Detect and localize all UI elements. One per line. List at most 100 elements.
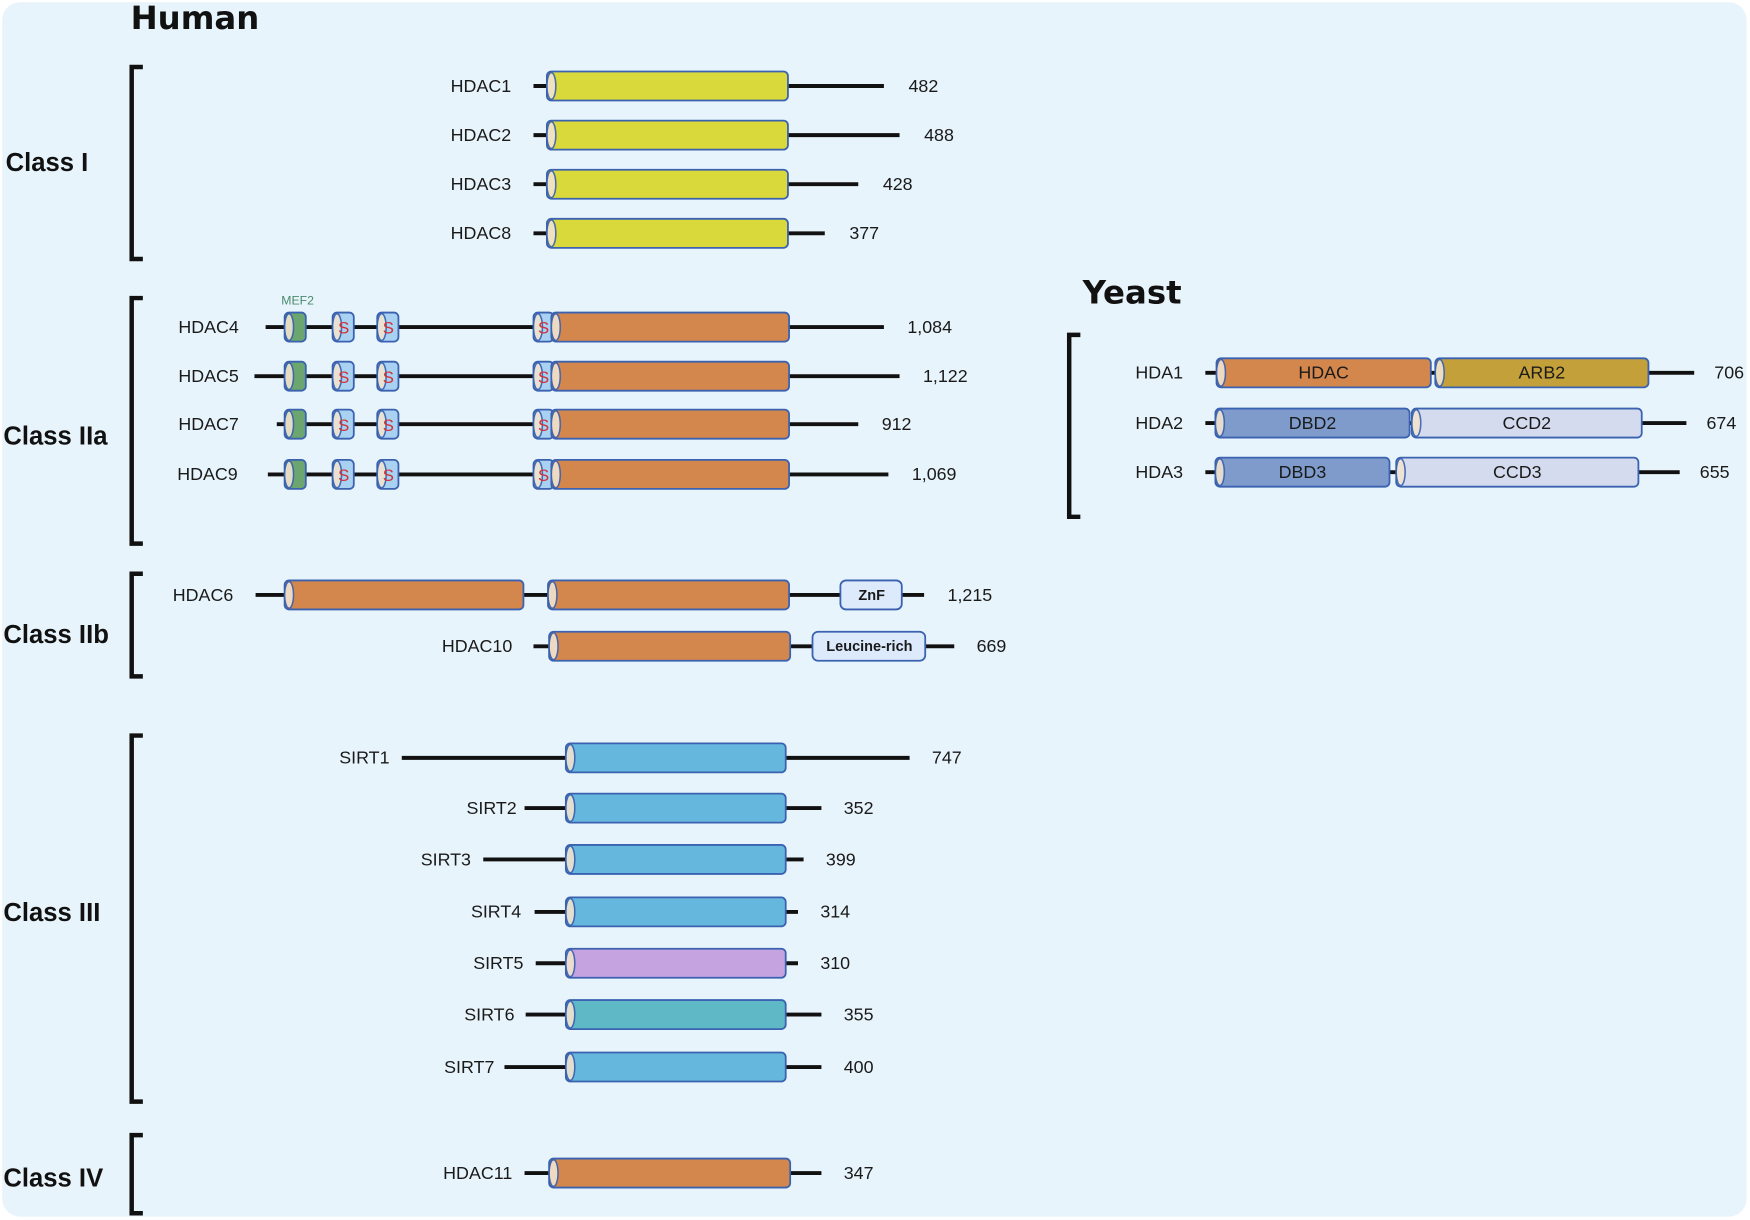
length-hdac9: 1,069	[912, 464, 957, 484]
hdac-domain-hdac11-cap	[548, 1158, 559, 1188]
domain-2-hda3-cap	[1395, 457, 1406, 487]
hdac-domain-1-hdac6-cap	[283, 580, 295, 610]
length-hda1: 706	[1714, 363, 1744, 383]
domain-1-label-hda2: DBD2	[1289, 413, 1337, 433]
protein-name-sirt3: SIRT3	[421, 849, 471, 869]
s-site-hdac5-1-cap	[331, 362, 343, 391]
s-site-label: S	[383, 368, 394, 387]
length-hdac11: 347	[844, 1163, 874, 1183]
s-site-label: S	[538, 368, 549, 387]
length-hdac8: 377	[849, 223, 879, 243]
s-site-hdac4-1-cap	[331, 312, 343, 342]
hdac-domain-hdac9-cap	[550, 460, 562, 489]
bracket-class-iv	[129, 1132, 143, 1216]
class-label-iv: Class IV	[3, 1164, 103, 1192]
domain-1-hda1-cap	[1215, 358, 1227, 388]
length-sirt6: 355	[844, 1004, 874, 1024]
length-hdac7: 912	[882, 414, 912, 434]
sirtuin-domain-sirt3-cap	[565, 845, 576, 874]
s-site-label: S	[538, 416, 549, 435]
hdac-domain-hdac2	[545, 119, 789, 151]
hdac-domain-hdac5	[550, 360, 790, 392]
hdac-domain-2-hdac6	[547, 579, 790, 611]
mef2-domain-hdac9-cap	[283, 460, 295, 489]
protein-name-hdac2: HDAC2	[451, 125, 512, 145]
s-site-label: S	[338, 319, 349, 338]
domain-2-label-hda2: CCD2	[1502, 413, 1551, 433]
protein-name-sirt2: SIRT2	[466, 798, 516, 818]
hdac-domain-hdac1	[545, 70, 789, 102]
protein-name-hda1: HDA1	[1135, 363, 1183, 383]
hdac-domain-hdac10-cap	[548, 632, 559, 661]
hdac-domain-1-hdac6	[283, 579, 525, 611]
s-site-hdac7-2-cap	[376, 409, 387, 439]
domain-2-hda2-cap	[1411, 408, 1422, 438]
protein-name-hdac1: HDAC1	[451, 76, 512, 96]
s-site-hdac4-2-cap	[376, 312, 387, 342]
s-site-hdac9-1-cap	[331, 460, 343, 489]
s-site-hdac4-3-cap	[532, 312, 544, 342]
mef2-domain-hdac5-cap	[283, 362, 295, 391]
domain-1-label-hda3: DBD3	[1279, 462, 1327, 482]
s-site-label: S	[383, 466, 394, 485]
leucine-rich-domain-hdac10	[811, 630, 927, 662]
human-title: Human	[131, 0, 260, 37]
protein-name-hdac11: HDAC11	[443, 1163, 512, 1183]
protein-name-hdac7: HDAC7	[178, 414, 239, 434]
hdac-domain-hdac8	[545, 217, 789, 249]
sirtuin-domain-sirt6	[564, 999, 787, 1030]
length-hdac5: 1,122	[923, 366, 968, 386]
s-site-label: S	[538, 319, 549, 338]
length-hdac4: 1,084	[907, 317, 952, 337]
s-site-label: S	[338, 466, 349, 485]
bracket-class-iia	[129, 295, 143, 546]
domain-2-label-hda1: ARB2	[1519, 363, 1566, 383]
znf-domain-label: ZnF	[858, 588, 885, 604]
length-sirt1: 747	[932, 748, 962, 768]
s-site-hdac9-3-cap	[532, 460, 544, 489]
sirtuin-domain-sirt2	[564, 792, 787, 824]
bracket-class-i	[129, 64, 143, 262]
length-sirt5: 310	[820, 953, 850, 973]
length-hdac1: 482	[908, 76, 938, 96]
protein-name-hdac6: HDAC6	[173, 585, 234, 605]
length-hda3: 655	[1700, 462, 1730, 482]
protein-name-hdac8: HDAC8	[451, 223, 512, 243]
s-site-label: S	[383, 416, 394, 435]
length-hdac2: 488	[924, 125, 954, 145]
s-site-label: S	[338, 416, 349, 435]
sirtuin-domain-sirt4	[564, 896, 787, 928]
domain-1-hda2-cap	[1214, 408, 1226, 438]
protein-name-hdac9: HDAC9	[177, 464, 238, 484]
s-site-hdac7-1-cap	[331, 409, 343, 439]
class-label-i: Class I	[6, 149, 89, 177]
leucine-rich-domain-label: Leucine-rich	[826, 639, 912, 655]
hdac-domain-2-hdac6-cap	[547, 580, 558, 610]
domain-1-label-hda1: HDAC	[1298, 363, 1349, 383]
protein-name-hda3: HDA3	[1135, 462, 1183, 482]
bracket-yeast	[1066, 332, 1081, 520]
sirtuin-domain-sirt5	[564, 947, 787, 979]
length-sirt2: 352	[844, 798, 874, 818]
class-label-iii: Class III	[3, 899, 100, 927]
s-site-hdac9-2-cap	[376, 460, 387, 489]
domain-2-label-hda3: CCD3	[1493, 462, 1542, 482]
protein-name-hdac5: HDAC5	[178, 366, 239, 386]
hdac-domain-hdac3-cap	[546, 170, 557, 199]
sirtuin-domain-sirt1-cap	[565, 743, 576, 773]
sirtuin-domain-sirt2-cap	[565, 793, 576, 823]
domain-2-hda1-cap	[1434, 358, 1445, 388]
class-label-iia: Class IIa	[3, 422, 108, 450]
hdac-domain-hdac4	[550, 311, 790, 343]
domain-1-hda3-cap	[1214, 457, 1226, 487]
sirtuin-domain-sirt5-cap	[565, 949, 576, 978]
length-sirt7: 400	[844, 1057, 874, 1077]
sirtuin-domain-sirt7-cap	[565, 1052, 576, 1082]
length-hdac10: 669	[977, 636, 1007, 656]
length-sirt4: 314	[820, 902, 850, 922]
length-hdac3: 428	[883, 174, 913, 194]
s-site-label: S	[338, 368, 349, 387]
hdac-domain-hdac4-cap	[550, 312, 562, 342]
s-site-hdac5-2-cap	[376, 362, 387, 391]
